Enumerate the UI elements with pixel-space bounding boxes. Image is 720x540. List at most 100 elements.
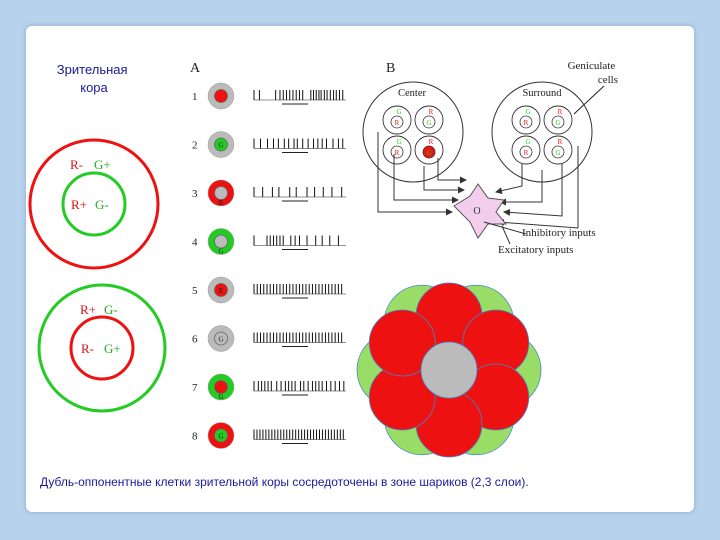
excitatory-label: Excitatory inputs [498, 244, 573, 256]
spike-train [253, 429, 346, 440]
axon-surround-2 [499, 170, 543, 206]
geniculate-cell-inner [390, 145, 404, 159]
geniculate-mid-letter: R [395, 119, 400, 127]
blob-red-circle [368, 309, 436, 377]
geniculate-cell-inner [390, 115, 404, 129]
stimulus-center [214, 380, 228, 394]
stimulus-center [214, 186, 228, 200]
stimulus-center [214, 331, 228, 346]
spike-train [253, 284, 346, 295]
row-number: 1 [192, 91, 198, 103]
stimulus-letter: R [219, 287, 224, 295]
geniculate-top-letter: G [396, 108, 401, 116]
excitatory-pointer [501, 225, 511, 245]
blob-center-circle [420, 341, 478, 399]
axon-surround-3 [503, 164, 563, 217]
geniculate-top-letter: R [429, 108, 434, 116]
axon-center-2 [393, 154, 459, 204]
geniculate-top-letter: R [558, 138, 563, 146]
row-number: 3 [192, 188, 198, 200]
cell2-inner-right-label: G+ [104, 341, 121, 356]
stimulus-letter: G [218, 433, 223, 441]
cell2-inner-left-label: R- [81, 341, 94, 356]
geniculate-cell: GR [382, 135, 412, 165]
row-number: 2 [192, 140, 198, 152]
center-group-outline [362, 81, 464, 183]
inhibitory-pointer [483, 221, 527, 235]
geniculate-mid-letter: G [426, 149, 431, 157]
row-number: 8 [192, 431, 198, 443]
geniculate-cell-inner [551, 145, 565, 159]
geniculate-label-line-2: cells [598, 74, 618, 86]
cell2-outer-ring [37, 283, 167, 413]
stimulus-below-letter: G [218, 393, 223, 401]
stimulus-center [214, 89, 228, 103]
geniculate-cell-outer [511, 135, 541, 165]
stimulus-row: 1 [192, 82, 346, 110]
axon-lines [377, 132, 579, 229]
geniculate-mid-letter: R [524, 149, 529, 157]
geniculate-top-letter: R [558, 108, 563, 116]
double-opponent-cell-1: R- G+ R+ G- [28, 138, 160, 270]
geniculate-cell-outer [543, 105, 573, 135]
geniculate-mid-letter: G [426, 119, 431, 127]
cell2-inner-ring [69, 315, 135, 381]
stimulus-center [214, 234, 228, 249]
spike-train [253, 332, 346, 343]
geniculate-cell: GR [382, 105, 412, 135]
row-number: 7 [192, 382, 198, 394]
geniculate-cell: RG [543, 135, 573, 165]
blob-diagram [356, 282, 542, 458]
geniculate-cell: RG [414, 135, 444, 165]
axon-surround-4 [497, 146, 579, 229]
axon-center-1 [377, 132, 453, 216]
geniculate-pointer [573, 85, 605, 115]
stimulus-below-letter: R [219, 199, 224, 207]
geniculate-mid-letter: G [555, 119, 560, 127]
cortex-title-line-2: кора [80, 80, 108, 95]
slide: Зрительная кора R- G+ R+ G- R+ G- R- G+ … [26, 26, 694, 512]
cell1-outer-ring [28, 138, 160, 270]
geniculate-top-letter: R [429, 138, 434, 146]
geniculate-cell-outer [382, 135, 412, 165]
geniculate-cell-outer [382, 105, 412, 135]
geniculate-cell-inner [551, 115, 565, 129]
geniculate-cell: RG [414, 105, 444, 135]
geniculate-label-line-1: Geniculate [568, 60, 616, 72]
stimulus-row: 3R [192, 179, 346, 207]
neuron-letter: O [473, 206, 480, 217]
geniculate-cell-outer [511, 105, 541, 135]
cell1-inner-left-label: R+ [71, 197, 87, 212]
geniculate-mid-letter: G [555, 149, 560, 157]
stimulus-letter: G [218, 336, 223, 344]
geniculate-cell: GR [511, 135, 541, 165]
spike-train [253, 90, 346, 101]
cortex-title: Зрительная кора [57, 62, 131, 95]
stimulus-row: 4G [192, 228, 346, 256]
axon-surround-1 [495, 164, 523, 195]
axon-center-3 [423, 166, 465, 194]
geniculate-mid-letter: R [395, 149, 400, 157]
geniculate-cell-inner [422, 145, 436, 159]
stimulus-center [214, 137, 228, 152]
geniculate-top-letter: G [525, 138, 530, 146]
geniculate-cell-inner [519, 115, 533, 129]
geniculate-cell-inner [422, 115, 436, 129]
geniculate-cell-inner [519, 145, 533, 159]
cortex-title-line-1: Зрительная [57, 62, 128, 77]
cell2-outer-right-label: G- [104, 302, 118, 317]
geniculate-cell-outer [543, 135, 573, 165]
stimulus-center [214, 283, 228, 297]
stimulus-letter: G [218, 142, 223, 150]
geniculate-cell: RG [543, 105, 573, 135]
stimulus-row: 7G [192, 373, 346, 401]
geniculate-top-letter: G [396, 138, 401, 146]
